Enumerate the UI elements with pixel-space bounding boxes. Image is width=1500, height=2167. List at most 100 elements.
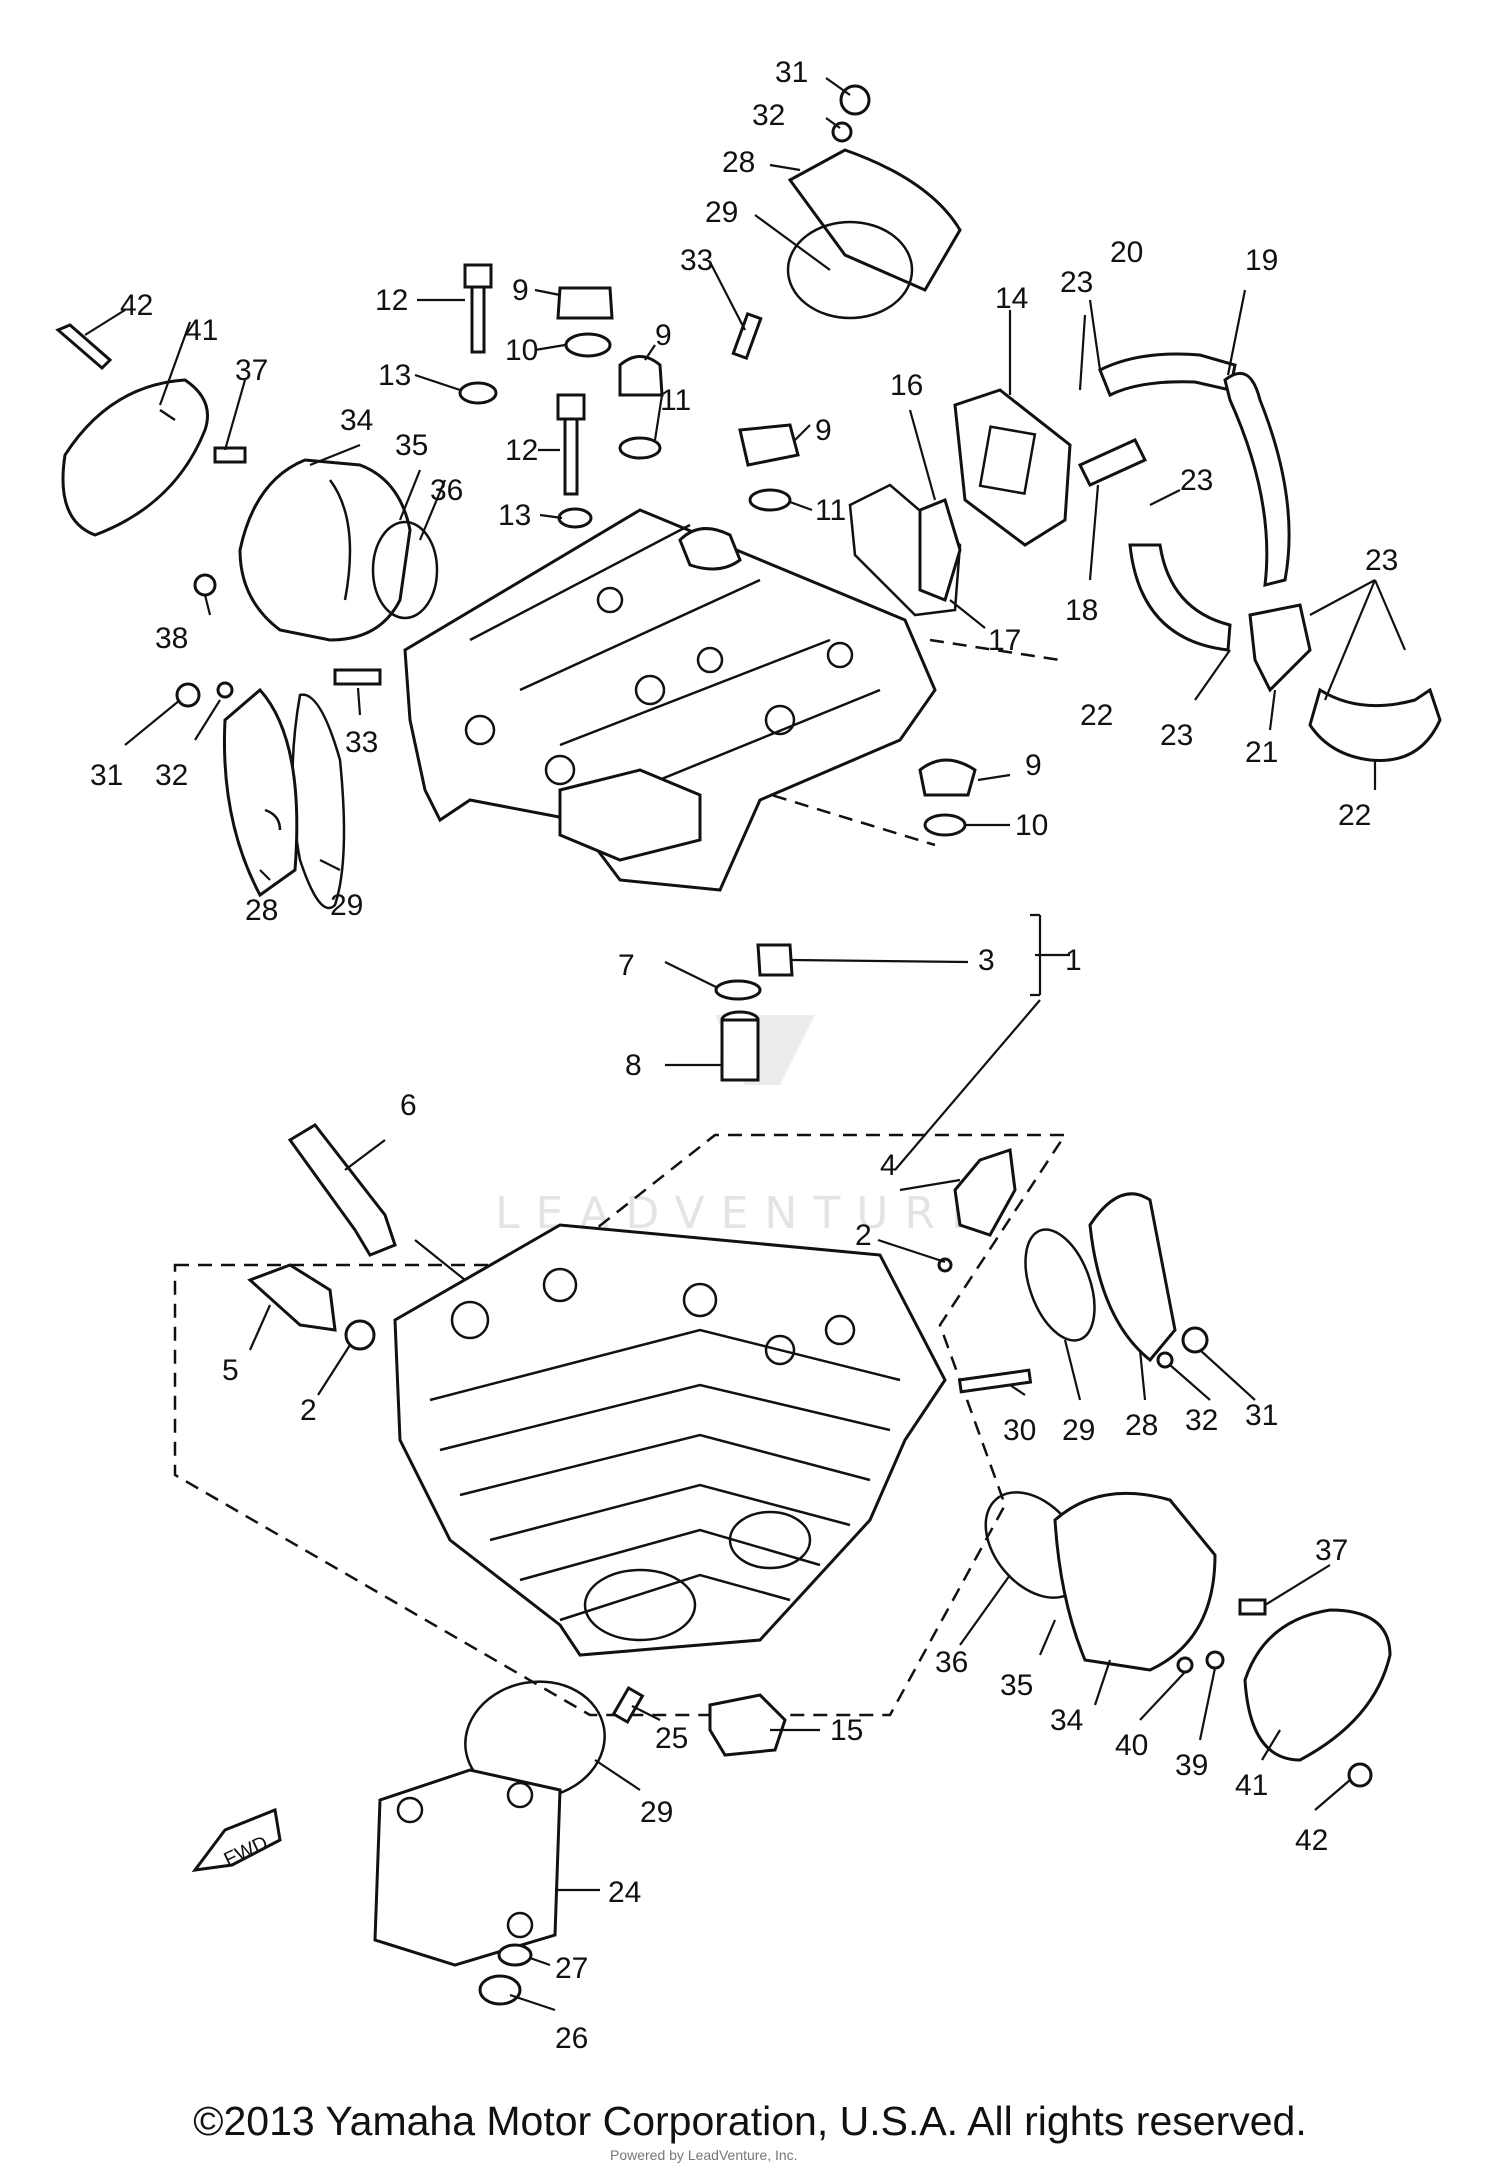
intake-cover-left-upper: [61, 378, 209, 537]
washer-7: [714, 979, 762, 1001]
sensor-4: [953, 1147, 1017, 1237]
callout-35: 35: [1000, 1669, 1033, 1702]
callout-27: 27: [555, 1952, 588, 1985]
clip-38: [193, 573, 217, 597]
cap-9-lower: [918, 758, 977, 797]
washer-32-left: [216, 681, 234, 699]
callout-2: 2: [855, 1219, 872, 1252]
callout-36: 36: [935, 1646, 968, 1679]
callout-12: 12: [505, 434, 538, 467]
intake-manifold-34-lower: [1053, 1491, 1217, 1672]
breather-gasket: [848, 483, 962, 617]
callout-23: 23: [1160, 719, 1193, 752]
callout-13: 13: [498, 499, 531, 532]
callout-7: 7: [618, 949, 635, 982]
fwd-direction-badge: FWD: [191, 1807, 282, 1872]
callout-33: 33: [680, 244, 713, 277]
bolt-31-lower-right: [1181, 1326, 1209, 1354]
washer-11-mid: [618, 436, 662, 460]
washer-27: [497, 1943, 533, 1967]
callout-34: 34: [340, 404, 373, 437]
joint-21: [1248, 603, 1312, 693]
callout-9: 9: [815, 414, 832, 447]
callout-42: 42: [120, 289, 153, 322]
callout-37: 37: [1315, 1534, 1348, 1567]
cylinder-head: [393, 1223, 947, 1657]
callout-25: 25: [655, 1722, 688, 1755]
bolt-31-left: [175, 682, 201, 708]
cover-plate-left: [222, 687, 299, 898]
stud-30: [957, 1368, 1033, 1394]
callout-32: 32: [752, 99, 785, 132]
callout-22: 22: [1338, 799, 1371, 832]
callout-14: 14: [995, 282, 1028, 315]
callout-2: 2: [300, 1394, 317, 1427]
hose-22-left: [1128, 543, 1232, 652]
washer-13-upper: [458, 381, 498, 405]
callout-23: 23: [1180, 464, 1213, 497]
callout-28: 28: [245, 894, 278, 927]
callout-15: 15: [830, 1714, 863, 1747]
washer-13-mid: [557, 507, 593, 529]
callout-29: 29: [1062, 1414, 1095, 1447]
valve-guide-8: [720, 1010, 760, 1082]
callout-33: 33: [345, 726, 378, 759]
callout-24: 24: [608, 1876, 641, 1909]
callout-1: 1: [1065, 944, 1082, 977]
footer-small-text: Powered by LeadVenture, Inc.: [610, 2147, 798, 2163]
washer-32-lower-right: [1156, 1351, 1174, 1369]
intake-joint-right-upper: [786, 148, 962, 320]
gasket-2-left: [344, 1319, 376, 1351]
bolt-18: [1077, 438, 1148, 487]
clip-39: [1205, 1650, 1225, 1670]
callout-41: 41: [1235, 1769, 1268, 1802]
callout-12: 12: [375, 284, 408, 317]
callout-37: 37: [235, 354, 268, 387]
dowel-33-top: [731, 311, 763, 361]
washer-11-right: [748, 488, 792, 512]
callout-39: 39: [1175, 1749, 1208, 1782]
callout-36: 36: [430, 474, 463, 507]
callout-26: 26: [555, 2022, 588, 2055]
callout-3: 3: [978, 944, 995, 977]
hose-20: [1098, 352, 1237, 398]
callout-9: 9: [655, 319, 672, 352]
clip-40: [1176, 1656, 1194, 1674]
callout-28: 28: [722, 146, 755, 179]
bolt-12-upper: [463, 263, 493, 354]
cap-15: [708, 1693, 787, 1757]
callout-32: 32: [155, 759, 188, 792]
washer-10-lower: [923, 813, 967, 837]
valve-seal-3: [756, 943, 794, 977]
callout-4: 4: [880, 1149, 897, 1182]
bolt-31-top: [839, 84, 871, 116]
callout-29: 29: [330, 889, 363, 922]
hose-22-right: [1308, 687, 1442, 762]
cover-41-lower: [1243, 1608, 1392, 1762]
callout-22: 22: [1080, 699, 1113, 732]
screw-42-top: [55, 323, 113, 371]
dowel-33-left: [333, 668, 382, 686]
callout-6: 6: [400, 1089, 417, 1122]
callout-35: 35: [395, 429, 428, 462]
callout-11: 11: [815, 494, 846, 527]
callout-28: 28: [1125, 1409, 1158, 1442]
hose-19: [1223, 371, 1291, 587]
nut-9-right: [738, 423, 800, 467]
callout-42: 42: [1295, 1824, 1328, 1857]
breather-cover: [953, 388, 1072, 547]
callout-16: 16: [890, 369, 923, 402]
callout-23: 23: [1060, 266, 1093, 299]
temperature-sensor-6: [287, 1123, 397, 1257]
copyright-notice: ©2013 Yamaha Motor Corporation, U.S.A. A…: [193, 2098, 1307, 2144]
camshaft-housing: [403, 508, 937, 892]
callout-20: 20: [1110, 236, 1143, 269]
callout-23: 23: [1365, 544, 1398, 577]
callout-32: 32: [1185, 1404, 1218, 1437]
callout-19: 19: [1245, 244, 1278, 277]
callout-31: 31: [90, 759, 123, 792]
callout-17: 17: [988, 624, 1021, 657]
callout-29: 29: [705, 196, 738, 229]
reed-valve: [918, 497, 962, 603]
